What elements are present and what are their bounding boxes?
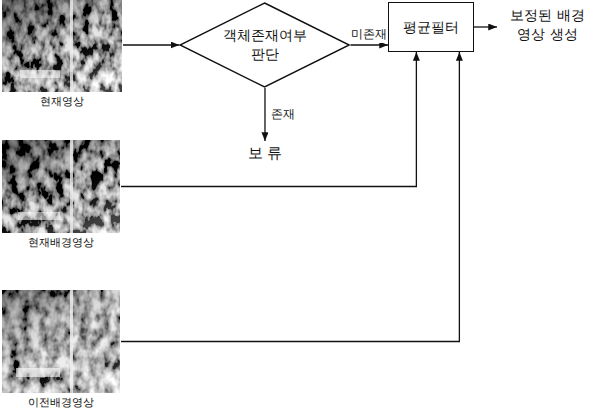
- diamond-outline: [179, 2, 350, 88]
- flow-arrow: [351, 44, 388, 45]
- text-group: 객체존재여부 판단: [215, 26, 315, 64]
- node-text: 평균필터: [403, 18, 459, 37]
- diamond-shape: [180, 3, 349, 87]
- image-caption: 현재배경영상: [2, 236, 120, 251]
- photo-current-background: [2, 140, 120, 233]
- node-text: 객체존재여부 판단: [215, 26, 315, 64]
- text-group: 보 류: [248, 143, 283, 163]
- edge-label: 존재: [270, 107, 296, 123]
- image-caption: 현재영상: [2, 95, 122, 110]
- flow-arrow: [474, 26, 497, 27]
- text-group: 보정된 배경 영상 생성: [499, 6, 596, 44]
- image-panel: 현재배경영상: [2, 140, 120, 251]
- text-group: 현재영상: [2, 95, 122, 110]
- photo-previous-background: [2, 290, 120, 393]
- flow-arrow: [264, 88, 265, 141]
- photo-frame: [2, 290, 120, 393]
- image-caption: 이전배경영상: [2, 396, 120, 411]
- result-text: 보 류: [248, 143, 283, 163]
- text-group: 이전배경영상: [2, 396, 120, 411]
- photo-current: [2, 0, 122, 92]
- decision-diamond: 객체존재여부 판단: [179, 2, 350, 88]
- image-panel: 현재영상: [2, 0, 122, 110]
- image-panel: 이전배경영상: [2, 290, 120, 411]
- flow-arrow: [121, 52, 459, 342]
- edge-label: 미존재: [350, 27, 388, 43]
- flow-arrow: [123, 44, 179, 45]
- node-text: 보 류: [248, 143, 283, 163]
- node-text: 보정된 배경 영상 생성: [499, 6, 596, 44]
- process-box: 평균필터: [388, 2, 474, 52]
- text-group: 현재배경영상: [2, 236, 120, 251]
- photo-frame: [2, 0, 122, 92]
- result-text: 보정된 배경 영상 생성: [499, 6, 596, 44]
- text-group: 평균필터: [403, 18, 459, 37]
- photo-frame: [2, 140, 120, 233]
